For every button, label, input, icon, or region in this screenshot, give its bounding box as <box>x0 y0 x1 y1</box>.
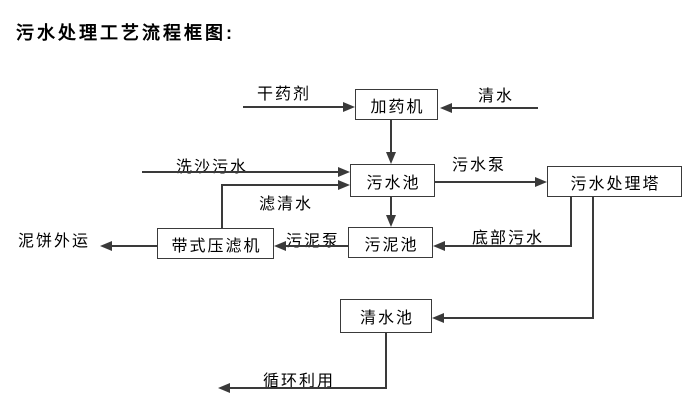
label-dry-chemical: 干药剂 <box>257 86 312 103</box>
arrow-line <box>435 181 535 183</box>
node-sludge-pool: 污泥池 <box>348 227 433 258</box>
arrowhead <box>274 241 286 251</box>
arrowhead <box>343 102 355 112</box>
node-sewage-pool: 污水池 <box>350 164 435 197</box>
label-mud-cake-outbound: 泥饼外运 <box>18 233 91 250</box>
arrowhead <box>218 383 230 393</box>
arrow-line <box>570 197 572 247</box>
node-treatment-tower: 污水处理塔 <box>547 166 682 197</box>
arrowhead <box>338 180 350 190</box>
arrow-line <box>243 106 343 108</box>
arrow-line <box>385 333 387 389</box>
label-sand-washing-sewage: 洗沙污水 <box>176 159 249 176</box>
label-bottom-sewage: 底部污水 <box>472 230 545 247</box>
arrow-line <box>444 317 594 319</box>
node-clean-water-pool: 清水池 <box>340 299 432 333</box>
page-title: 污水处理工艺流程框图: <box>16 23 235 43</box>
arrowhead <box>386 152 396 164</box>
arrowhead <box>535 177 547 187</box>
label-filtered-water: 滤清水 <box>259 196 314 213</box>
arrow-line <box>452 107 538 109</box>
arrowhead <box>432 313 444 323</box>
label-sewage-pump: 污水泵 <box>452 157 507 174</box>
arrow-line <box>221 184 338 186</box>
arrow-line <box>592 197 594 319</box>
label-sludge-pump: 污泥泵 <box>286 233 341 250</box>
arrow-line <box>445 245 572 247</box>
label-recycling: 循环利用 <box>263 373 336 390</box>
arrow-line <box>390 197 392 216</box>
node-belt-filter-press: 带式压滤机 <box>157 228 274 259</box>
arrowhead <box>100 241 112 251</box>
arrow-line <box>142 171 338 173</box>
arrow-line <box>230 387 387 389</box>
arrowhead <box>440 103 452 113</box>
arrowhead <box>433 241 445 251</box>
arrow-line <box>390 120 392 153</box>
arrow-line <box>221 184 223 228</box>
arrowhead <box>338 167 350 177</box>
label-clean-water: 清水 <box>478 88 515 105</box>
arrow-line <box>286 245 348 247</box>
arrowhead <box>386 215 396 227</box>
node-dosing-machine: 加药机 <box>355 89 438 120</box>
arrow-line <box>112 245 157 247</box>
